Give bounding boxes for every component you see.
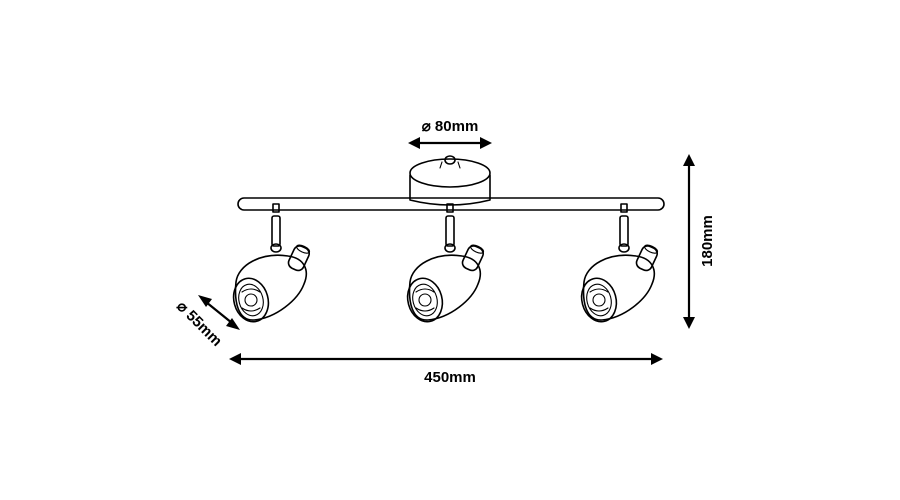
canopy-diameter-dimension: ⌀ 80mm <box>408 118 492 149</box>
width-dimension: 450mm <box>229 353 663 386</box>
canopy-base <box>409 155 491 206</box>
spotlight-center <box>402 203 487 327</box>
height-dimension: 180mm <box>683 154 716 329</box>
canopy-diameter-label: ⌀ 80mm <box>422 118 479 135</box>
width-label: 450mm <box>424 369 476 386</box>
shade-diameter-dimension: ⌀ 55mm <box>173 295 240 350</box>
shade-diameter-label: ⌀ 55mm <box>173 298 225 350</box>
spotlight-left <box>228 203 313 327</box>
mounting-bar <box>237 197 665 211</box>
spotlight-right <box>576 203 661 327</box>
height-label: 180mm <box>699 215 716 267</box>
